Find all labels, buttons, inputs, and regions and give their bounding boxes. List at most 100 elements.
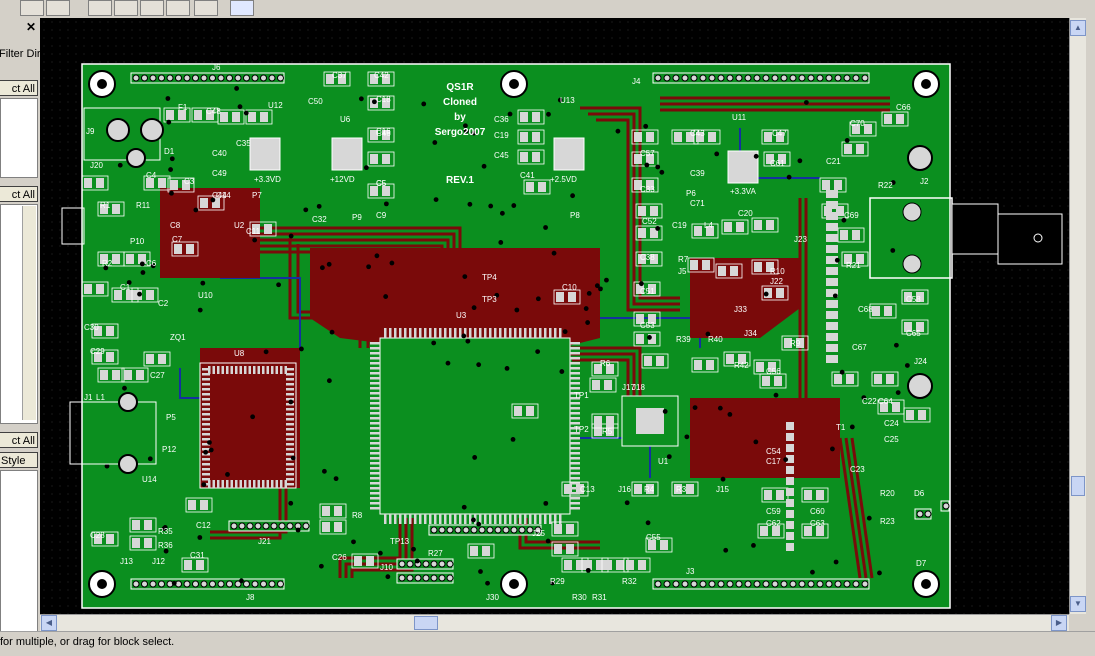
- svg-text:C1: C1: [120, 283, 131, 292]
- svg-text:D6: D6: [914, 489, 925, 498]
- svg-text:C63: C63: [810, 519, 825, 528]
- scroll-down-arrow-icon[interactable]: ▼: [1070, 596, 1086, 612]
- svg-text:C26: C26: [332, 553, 347, 562]
- filter-list-scrollbar[interactable]: [22, 206, 36, 420]
- chip-u13: [553, 137, 585, 171]
- svg-text:C29: C29: [90, 347, 105, 356]
- svg-text:C35: C35: [236, 139, 251, 148]
- chip-u12: [249, 137, 281, 171]
- svg-text:C54: C54: [766, 447, 781, 456]
- svg-text:TP1: TP1: [574, 391, 589, 400]
- horizontal-scrollbar[interactable]: ◀ ▶: [40, 614, 1069, 631]
- svg-text:C70: C70: [850, 119, 865, 128]
- select-all-button-3[interactable]: ct All: [0, 432, 38, 448]
- svg-text:TP4: TP4: [482, 273, 497, 282]
- svg-text:C18: C18: [376, 95, 391, 104]
- close-icon[interactable]: ✕: [25, 20, 36, 34]
- svg-text:J3: J3: [686, 567, 695, 576]
- board-title-line-1: QS1R: [446, 82, 474, 93]
- svg-text:C46: C46: [376, 129, 391, 138]
- svg-text:C47: C47: [772, 129, 787, 138]
- board-title-line-2: Cloned: [443, 97, 477, 108]
- toolbar: [0, 0, 1095, 18]
- svg-text:C28: C28: [90, 531, 105, 540]
- svg-text:+3.3VD: +3.3VD: [254, 175, 281, 184]
- svg-text:R35: R35: [158, 527, 173, 536]
- toolbar-button-6[interactable]: [166, 0, 190, 16]
- svg-text:J16: J16: [618, 485, 631, 494]
- svg-text:C55: C55: [646, 533, 661, 542]
- svg-text:C10: C10: [562, 283, 577, 292]
- svg-text:C16: C16: [376, 127, 391, 136]
- svg-text:C37: C37: [332, 71, 347, 80]
- toolbar-button-5[interactable]: [140, 0, 164, 16]
- style-button[interactable]: Style: [0, 452, 38, 468]
- svg-text:U14: U14: [142, 475, 157, 484]
- toolbar-button-7[interactable]: [194, 0, 218, 16]
- svg-text:R32: R32: [622, 577, 637, 586]
- svg-text:C17: C17: [766, 457, 781, 466]
- pcb-board[interactable]: J6J4J8J3J1J9J20J13J12J21J10J25J30J15J17J…: [40, 18, 1069, 614]
- svg-text:U12: U12: [268, 101, 283, 110]
- scroll-left-arrow-icon[interactable]: ◀: [41, 615, 57, 631]
- svg-text:C31: C31: [190, 551, 205, 560]
- svg-text:J2: J2: [920, 177, 929, 186]
- svg-text:C14: C14: [216, 191, 231, 200]
- svg-text:R8: R8: [352, 511, 363, 520]
- svg-text:J5: J5: [678, 267, 687, 276]
- vertical-scrollbar[interactable]: ▲ ▼: [1069, 18, 1086, 614]
- toolbar-button-1[interactable]: [20, 0, 44, 16]
- svg-text:P8: P8: [570, 211, 580, 220]
- svg-text:C36: C36: [494, 115, 509, 124]
- status-bar: for multiple, or drag for block select.: [0, 631, 1095, 656]
- svg-text:C62: C62: [766, 519, 781, 528]
- svg-text:C44: C44: [212, 191, 227, 200]
- chip-u8: [199, 362, 297, 489]
- scroll-right-arrow-icon[interactable]: ▶: [1051, 615, 1067, 631]
- svg-text:D1: D1: [164, 147, 175, 156]
- svg-text:TP13: TP13: [390, 537, 410, 546]
- svg-text:R39: R39: [676, 335, 691, 344]
- svg-text:R3: R3: [676, 485, 687, 494]
- vias: [103, 86, 910, 586]
- svg-text:C67: C67: [852, 343, 867, 352]
- board-revision: REV.1: [446, 175, 474, 186]
- svg-text:C11: C11: [246, 227, 261, 236]
- svg-text:P7: P7: [252, 191, 262, 200]
- svg-text:T1: T1: [836, 423, 846, 432]
- svg-text:C66: C66: [896, 103, 911, 112]
- svg-text:R11: R11: [136, 201, 151, 210]
- toolbar-button-4[interactable]: [114, 0, 138, 16]
- svg-text:C25: C25: [884, 435, 899, 444]
- board-title: QS1R Cloned by Sergo2007 REV.1: [435, 82, 486, 186]
- svg-text:J33: J33: [734, 305, 747, 314]
- filter-list-1[interactable]: [0, 98, 38, 178]
- chip-u6: [331, 137, 363, 171]
- svg-text:C27: C27: [150, 371, 165, 380]
- toolbar-button-8[interactable]: [230, 0, 254, 16]
- svg-text:C8: C8: [170, 221, 181, 230]
- board-title-line-4: Sergo2007: [435, 127, 486, 138]
- svg-text:U1: U1: [658, 457, 669, 466]
- vertical-scroll-thumb[interactable]: [1071, 476, 1085, 496]
- svg-text:C69: C69: [844, 211, 859, 220]
- svg-text:C60: C60: [810, 507, 825, 516]
- svg-text:R42: R42: [734, 361, 749, 370]
- filter-list-3[interactable]: [0, 470, 38, 632]
- svg-text:+3.3VA: +3.3VA: [730, 187, 757, 196]
- svg-text:R9: R9: [790, 339, 801, 348]
- svg-text:J12: J12: [152, 557, 165, 566]
- svg-text:R40: R40: [708, 335, 723, 344]
- svg-text:C6: C6: [146, 259, 157, 268]
- svg-text:J25: J25: [532, 529, 545, 538]
- svg-text:C52: C52: [642, 217, 657, 226]
- svg-text:J13: J13: [120, 557, 133, 566]
- select-all-button-2[interactable]: ct All: [0, 186, 38, 202]
- toolbar-button-3[interactable]: [88, 0, 112, 16]
- select-all-button-1[interactable]: ct All: [0, 80, 38, 96]
- scroll-up-arrow-icon[interactable]: ▲: [1070, 20, 1086, 36]
- toolbar-button-2[interactable]: [46, 0, 70, 16]
- svg-text:C24: C24: [884, 419, 899, 428]
- horizontal-scroll-thumb[interactable]: [414, 616, 438, 630]
